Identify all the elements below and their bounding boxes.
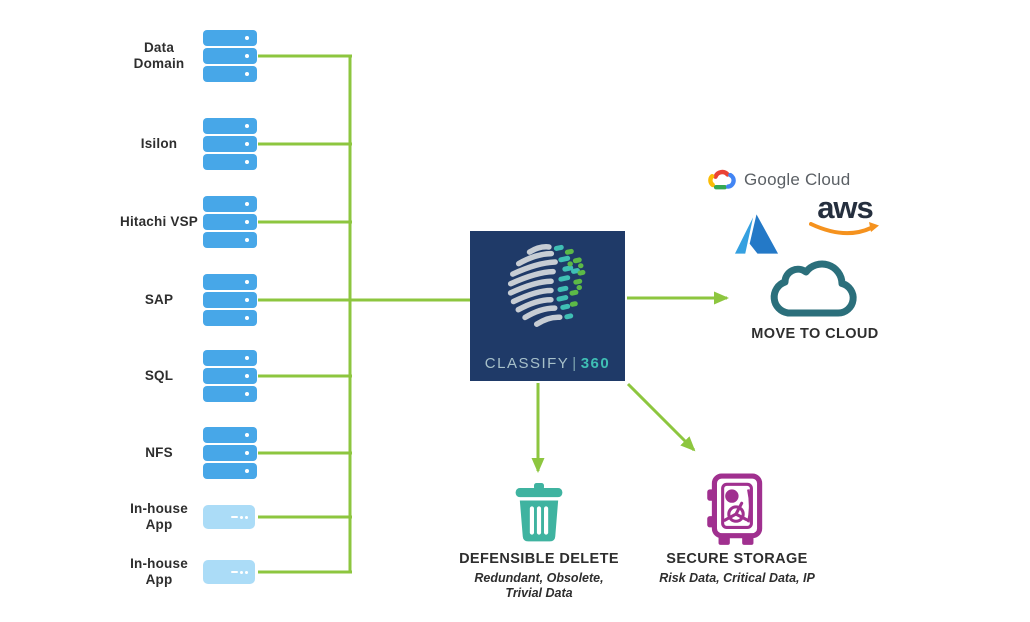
source-label: In-house App: [130, 556, 188, 587]
google-cloud-logo: Google Cloud: [706, 169, 850, 191]
brand-number: 360: [580, 355, 611, 372]
aws-smile-icon: [809, 222, 879, 236]
secure-storage-subtitle: Risk Data, Critical Data, IP: [659, 571, 815, 585]
source-label: SQL: [144, 368, 174, 384]
classify360-logo: CLASSIFY|360: [470, 231, 625, 381]
google-cloud-icon: [708, 169, 736, 190]
brand-name: CLASSIFY: [484, 355, 570, 372]
source-label: Hitachi VSP: [120, 214, 198, 230]
aws-logo: aws: [809, 190, 881, 238]
globe-icon: [507, 244, 586, 327]
source-label: In-house App: [130, 501, 188, 532]
server-stack-icon: [203, 350, 257, 402]
server-stack-icon: [203, 427, 257, 479]
safe-icon: [707, 473, 763, 545]
trash-icon: [515, 483, 563, 542]
defensible-delete-title: DEFENSIBLE DELETE: [459, 551, 619, 567]
secure-storage-title: SECURE STORAGE: [666, 551, 808, 567]
cloud-icon: [770, 260, 857, 317]
server-stack-icon: [203, 118, 257, 170]
subtitle-line: Redundant, Obsolete,: [474, 571, 604, 585]
subtitle-line: Trivial Data: [505, 586, 573, 600]
source-row-nfs: NFS: [118, 427, 263, 479]
classify360-wordmark: CLASSIFY|360: [470, 355, 625, 372]
server-stack-icon: [203, 196, 257, 248]
source-row-inhouse-app-1: In-house App: [118, 501, 263, 532]
azure-icon: [734, 214, 779, 254]
source-row-isilon: Isilon: [118, 118, 263, 170]
server-stack-icon: [203, 30, 257, 82]
source-row-hitachi-vsp: Hitachi VSP: [118, 196, 263, 248]
source-row-data-domain: Data Domain: [118, 30, 263, 82]
source-row-inhouse-app-2: In-house App: [118, 556, 263, 587]
brand-separator: |: [572, 355, 578, 372]
source-label: NFS: [145, 445, 173, 461]
server-stack-icon: [203, 274, 257, 326]
source-label: SAP: [144, 292, 174, 308]
google-cloud-label: Google Cloud: [744, 170, 851, 189]
source-row-sap: SAP: [118, 274, 263, 326]
app-bar-icon: [203, 560, 255, 584]
app-bar-icon: [203, 505, 255, 529]
source-label: Data Domain: [133, 40, 185, 71]
source-row-sql: SQL: [118, 350, 263, 402]
aws-label: aws: [817, 190, 874, 225]
move-to-cloud-title: MOVE TO CLOUD: [751, 326, 879, 342]
defensible-delete-subtitle: Redundant, Obsolete, Trivial Data: [439, 571, 639, 601]
source-label: Isilon: [140, 136, 178, 152]
arrow-to-secure-icon: [626, 382, 696, 452]
